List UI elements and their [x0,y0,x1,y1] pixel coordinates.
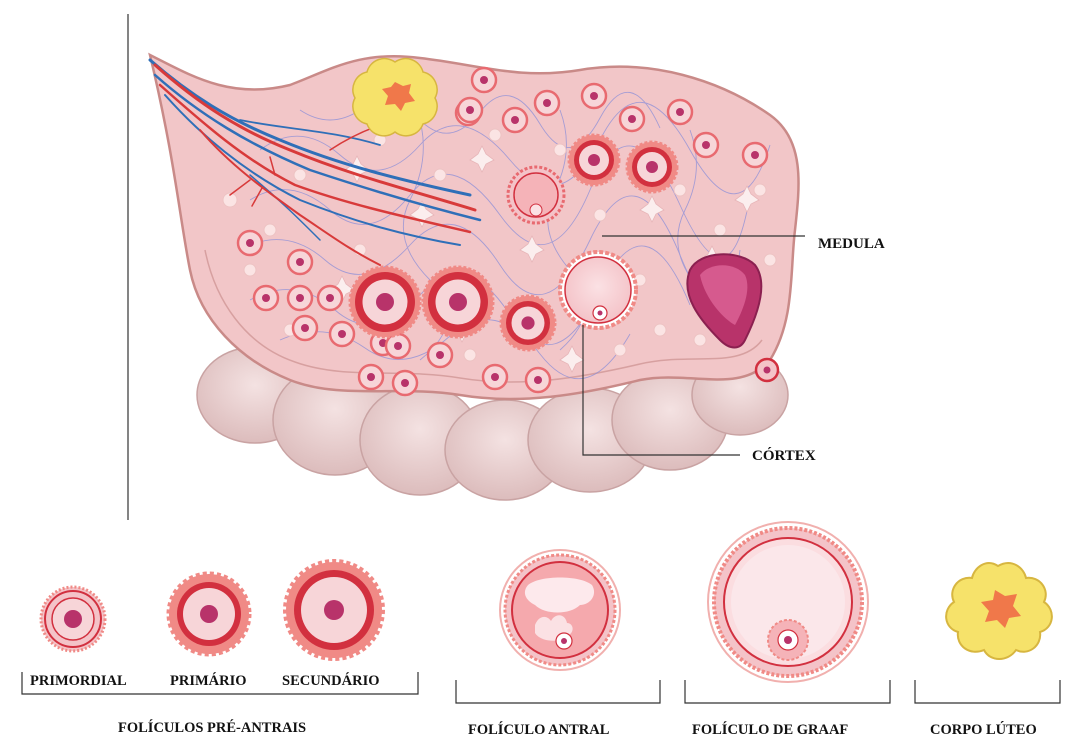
small-follicle [238,231,262,255]
stage-corpus-luteum [946,563,1052,659]
small-follicle [743,143,767,167]
growing-follicle [569,135,619,185]
small-follicle [620,107,644,131]
stage-secondary-follicle [286,562,382,658]
small-follicle [254,286,278,310]
small-follicle [503,108,527,132]
small-follicle [393,371,417,395]
small-follicle [330,322,354,346]
growing-follicle [501,296,555,350]
label-primordial: PRIMORDIAL [30,673,127,689]
small-follicle [359,365,383,389]
small-follicle [582,84,606,108]
small-follicle [694,133,718,157]
label-foliculo-antral: FOLÍCULO ANTRAL [468,721,610,738]
ovary-antral-follicle [508,167,564,223]
small-follicle [288,250,312,274]
small-follicle [526,368,550,392]
label-medula: MEDULA [818,236,885,252]
label-primario: PRIMÁRIO [170,672,247,689]
label-corpo-luteo: CORPO LÚTEO [930,721,1037,738]
stage-antral-follicle [500,550,620,670]
label-foliculo-graaf: FOLÍCULO DE GRAAF [692,721,848,738]
small-follicle [535,91,559,115]
growing-follicle [350,267,420,337]
small-follicle [472,68,496,92]
stage-primordial-follicle [41,587,105,651]
growing-follicle [423,267,493,337]
small-follicle [483,365,507,389]
ovary-graafian-follicle [560,252,636,328]
small-follicle [293,316,317,340]
small-follicle [318,286,342,310]
small-follicle [458,98,482,122]
small-follicle [668,100,692,124]
stage-graafian-follicle [708,522,868,682]
label-cortex: CÓRTEX [752,447,816,464]
growing-follicle [627,142,677,192]
small-follicle [288,286,312,310]
label-foliculos-pre-antrais: FOLÍCULOS PRÉ-ANTRAIS [118,719,306,736]
small-follicle [428,343,452,367]
stage-primary-follicle [169,574,249,654]
label-secundario: SECUNDÁRIO [282,672,380,689]
